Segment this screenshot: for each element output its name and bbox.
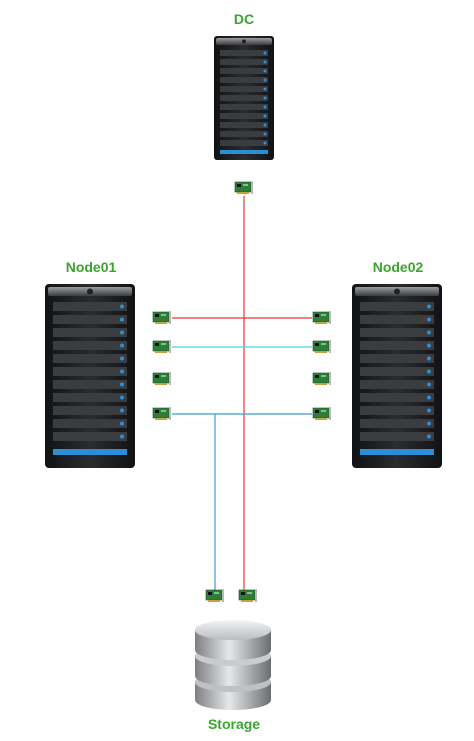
storage-label: Storage (207, 716, 261, 732)
dc-label: DC (233, 11, 255, 27)
node01-server-icon (45, 284, 135, 468)
node01-label: Node01 (65, 259, 117, 275)
node02-nic-card-icon (312, 406, 332, 421)
node02-nic-card-icon (312, 371, 332, 386)
node01-nic-card-icon (152, 371, 172, 386)
dc-server-icon (214, 36, 274, 160)
node01-nic-cards (152, 310, 172, 421)
node01-nic-card-icon (152, 339, 172, 354)
node01-nic-card-icon (152, 406, 172, 421)
node02-label: Node02 (372, 259, 424, 275)
connection-lines (172, 196, 312, 590)
storage-nic-card-icon (205, 588, 225, 603)
storage-nic-card-icon (238, 588, 258, 603)
node02-server-icon (352, 284, 442, 468)
node02-nic-card-icon (312, 310, 332, 325)
node02-nic-cards (312, 310, 332, 421)
storage-database-icon (195, 620, 271, 710)
node02-nic-card-icon (312, 339, 332, 354)
node01-nic-card-icon (152, 310, 172, 325)
dc-nic-card-icon (234, 180, 254, 195)
